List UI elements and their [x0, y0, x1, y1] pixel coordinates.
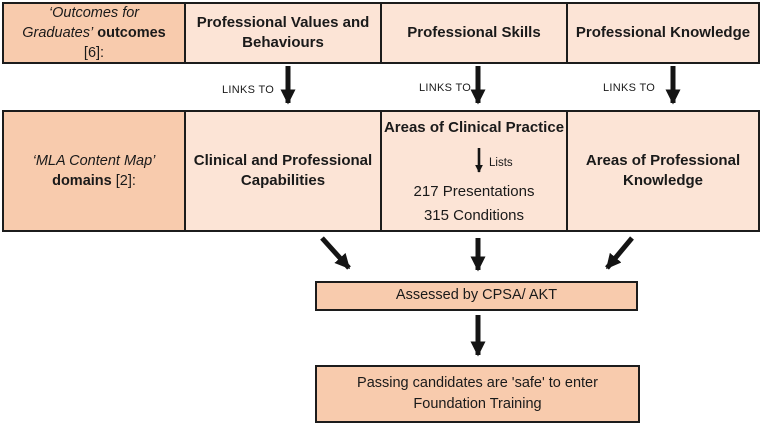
knowledge-to-assessed-arrow	[605, 236, 634, 270]
professional-skills-label: Professional Skills	[407, 24, 541, 42]
outcomes-label-line3: [6]:	[83, 45, 105, 61]
lists-label: Lists	[489, 157, 513, 169]
professional-skills-box: Professional Skills	[380, 2, 568, 64]
professional-knowledge-box: Professional Knowledge	[566, 2, 760, 64]
links-to-label-1: LINKS TO	[222, 84, 275, 96]
areas-of-professional-knowledge-box: Areas of Professional Knowledge	[566, 110, 760, 232]
professional-values-behaviours-box: Professional Values and Behaviours	[184, 2, 382, 64]
links-to-label-3: LINKS TO	[603, 82, 656, 94]
mla-content-map-label-box: ‘MLA Content Map’ domains [2]:	[2, 110, 186, 232]
presentations-count: 217 Presentations	[413, 183, 535, 200]
outcome-box: Passing candidates are 'safe' to enter F…	[315, 365, 640, 423]
assessed-label: Assessed by CPSA/ AKT	[395, 287, 558, 304]
areas-of-professional-knowledge-label: Areas of Professional Knowledge	[585, 152, 741, 189]
outcome-line1: Passing candidates are 'safe' to enter	[357, 374, 598, 391]
outcome-line2: Foundation Training	[413, 396, 542, 412]
clinical-practice-items: 217 Presentations 315 Conditions	[382, 180, 566, 227]
outcomes-label-line1: ‘Outcomes for	[48, 5, 140, 21]
areas-of-clinical-practice-title: Areas of Clinical Practice	[383, 119, 565, 136]
links-to-label-2: LINKS TO	[419, 82, 472, 94]
clinical-professional-capabilities-label: Clinical and Professional Capabilities	[193, 152, 373, 189]
professional-values-behaviours-label: Professional Values and Behaviours	[196, 14, 370, 51]
conditions-count: 315 Conditions	[423, 206, 525, 224]
capabilities-to-assessed-arrow	[320, 236, 351, 270]
mla-label-line1: ‘MLA Content Map’	[32, 153, 156, 169]
clinical-professional-capabilities-box: Clinical and Professional Capabilities	[184, 110, 382, 232]
professional-knowledge-label: Professional Knowledge	[575, 24, 751, 42]
mla-label-line2: domains [2]:	[52, 173, 136, 189]
outcomes-label-line2: Graduates’ outcomes	[22, 25, 166, 41]
areas-of-clinical-practice-box: Areas of Clinical Practice Lists 217 Pre…	[380, 110, 568, 232]
outcomes-for-graduates-label-box: ‘Outcomes for Graduates’ outcomes [6]:	[2, 2, 186, 64]
assessed-box: Assessed by CPSA/ AKT	[315, 281, 638, 311]
